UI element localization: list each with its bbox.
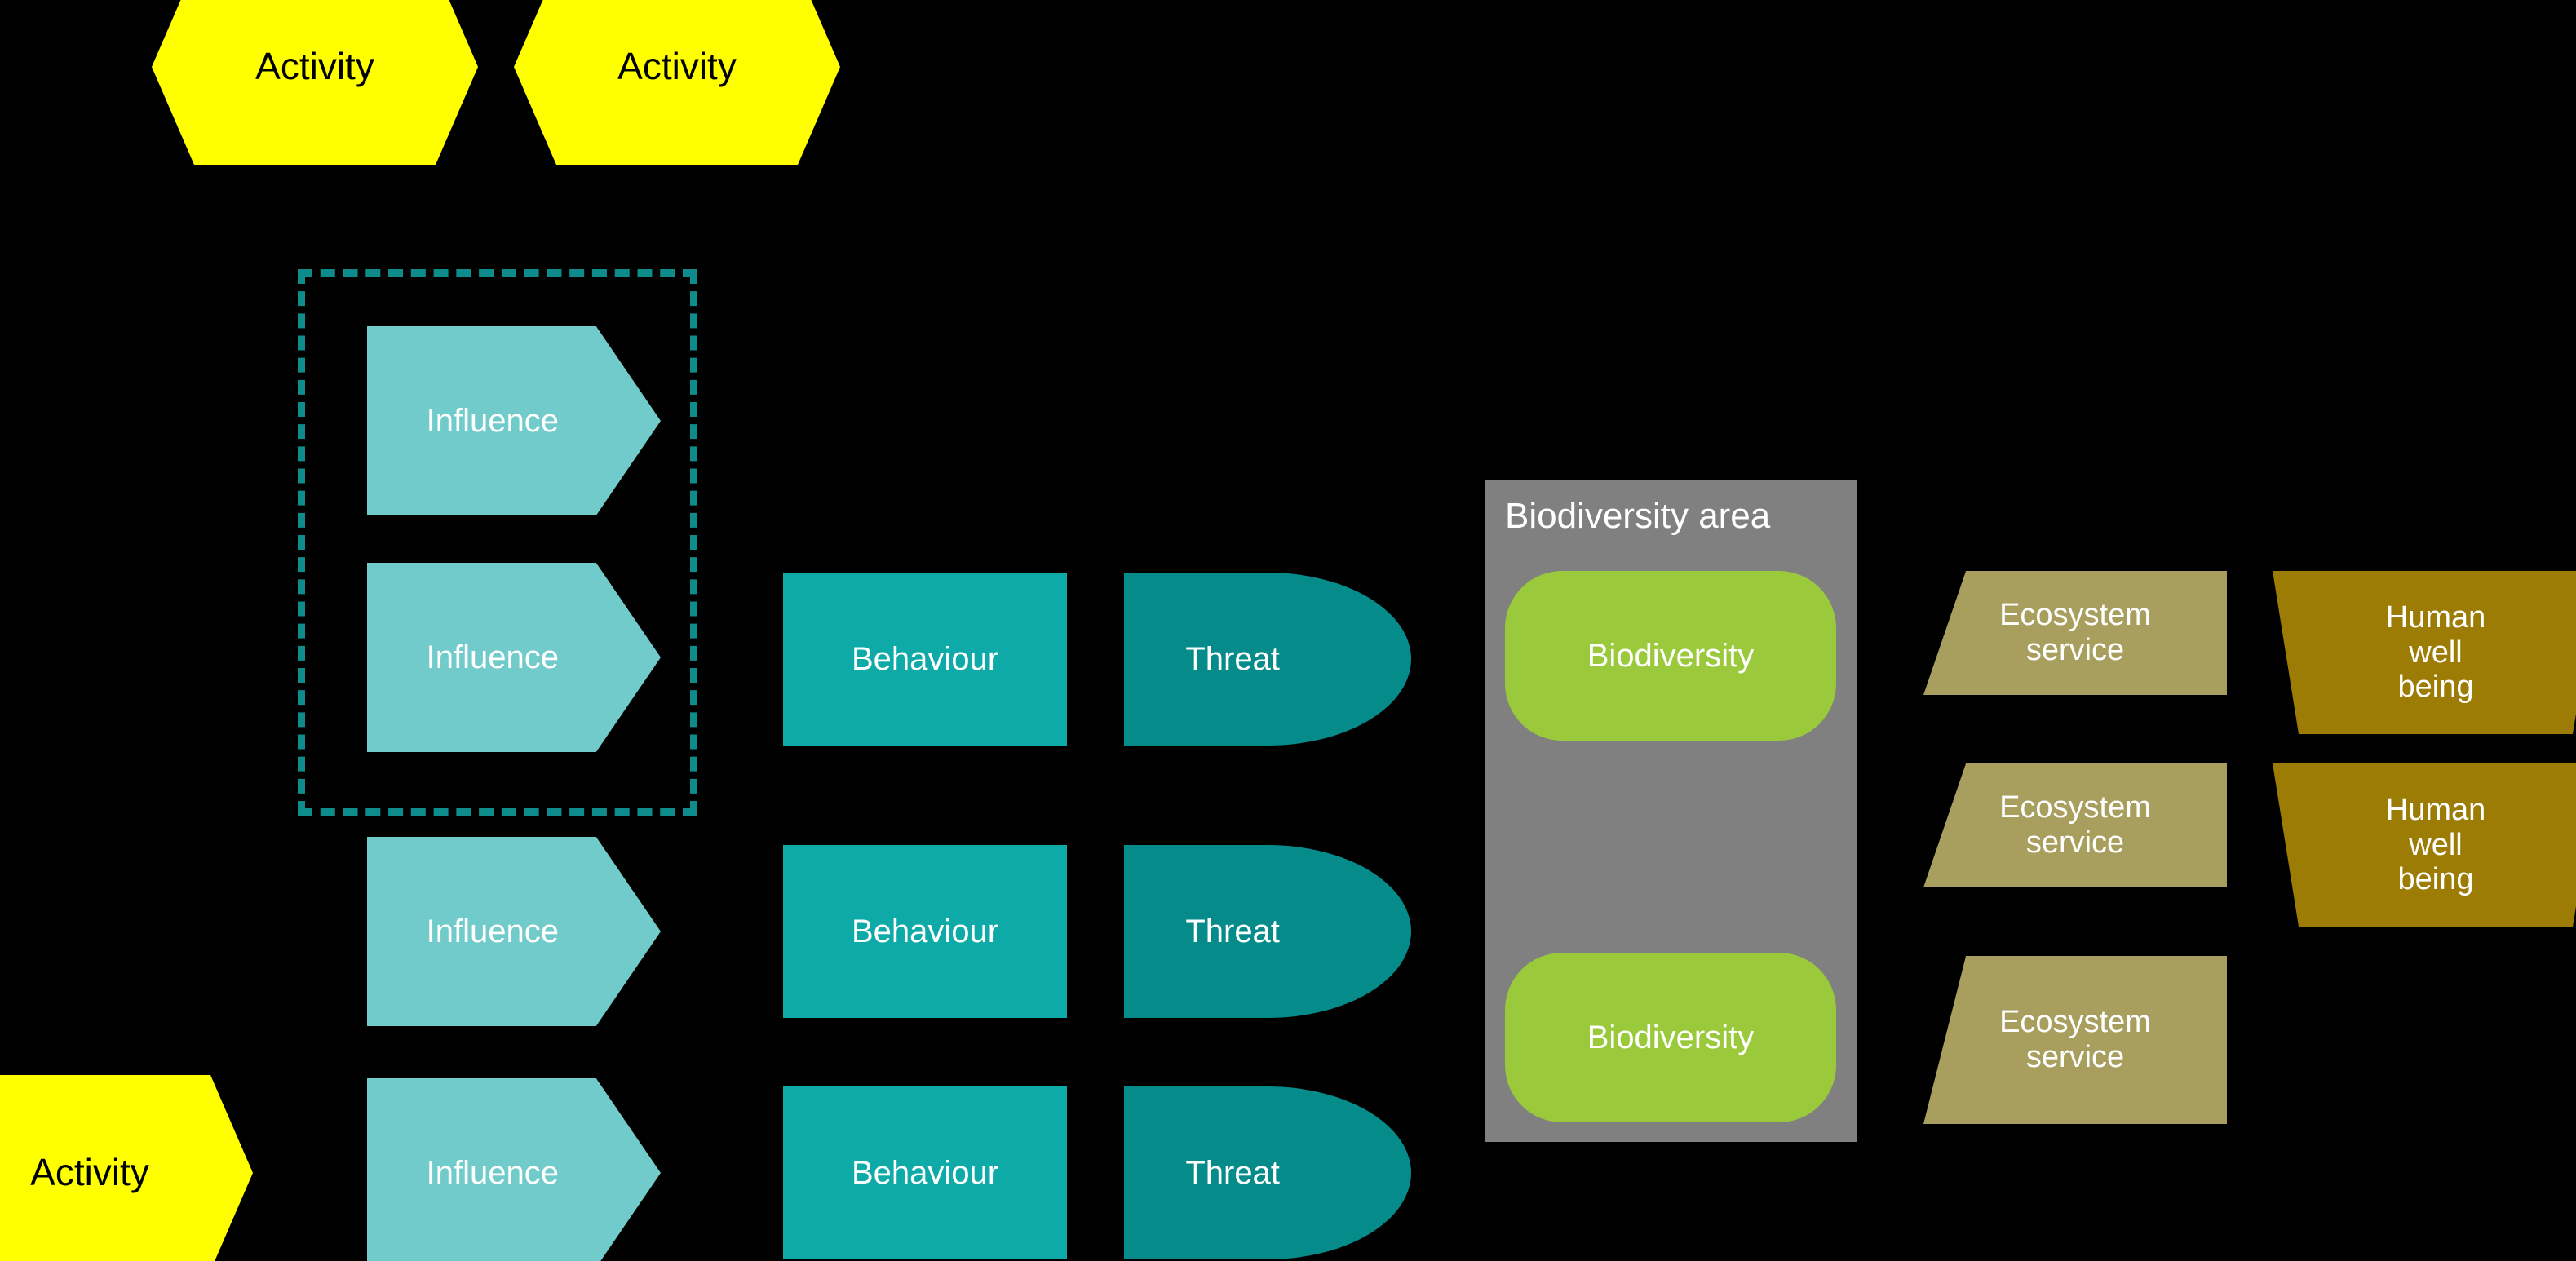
node-activity-3[interactable]: Activity xyxy=(0,1075,253,1261)
ecosystem-service-line2: service xyxy=(2025,1040,2125,1074)
node-biodiversity-1[interactable]: Biodiversity xyxy=(1505,571,1836,741)
connector-influence3-to-behaviour xyxy=(653,930,783,932)
connector-influence1-to-behaviour xyxy=(653,423,783,425)
ecosystem-service-label: Ecosystem service xyxy=(1923,1005,2227,1074)
connector-influence2-to-behaviour xyxy=(653,659,783,661)
node-ecosystem-service-1[interactable]: Ecosystem service xyxy=(1923,571,2227,695)
connector-biodiversity-to-ecoservice-2 xyxy=(1827,1040,1933,1042)
connector-threat-to-biodiversity-1 xyxy=(1411,659,1501,661)
ecosystem-service-line2: service xyxy=(2025,633,2125,667)
activity-label: Activity xyxy=(30,1151,149,1194)
node-threat-1[interactable]: Threat xyxy=(1124,573,1411,746)
node-activity-1[interactable]: Activity xyxy=(152,0,478,165)
threat-label: Threat xyxy=(1185,913,1280,949)
arrowhead-behaviour-2 xyxy=(767,919,783,940)
human-well-being-line3: being xyxy=(2397,670,2474,705)
node-biodiversity-2[interactable]: Biodiversity xyxy=(1505,953,1836,1122)
human-well-being-line2: well xyxy=(2409,635,2463,670)
node-human-well-being-1[interactable]: Human well being xyxy=(2273,571,2576,734)
connector-threat-to-biodiversity-2 xyxy=(1411,1040,1501,1042)
influence-label: Influence xyxy=(426,913,559,949)
node-ecosystem-service-2[interactable]: Ecosystem service xyxy=(1923,763,2227,887)
ecosystem-service-line1: Ecosystem xyxy=(1999,598,2151,633)
node-behaviour-2[interactable]: Behaviour xyxy=(783,845,1067,1018)
influence-label: Influence xyxy=(426,1154,559,1191)
connector-behaviour-to-threat-1 xyxy=(1067,659,1124,661)
influence-group-dashed-box xyxy=(298,269,697,816)
node-influence-2[interactable]: Influence xyxy=(367,563,661,752)
connector-biodiversity-to-ecoservice-1 xyxy=(1827,659,1933,661)
node-influence-1[interactable]: Influence xyxy=(367,326,661,515)
human-well-being-line1: Human xyxy=(2385,600,2486,635)
node-influence-4[interactable]: Influence xyxy=(367,1078,661,1261)
activity-label: Activity xyxy=(255,45,374,88)
behaviour-label: Behaviour xyxy=(851,913,999,949)
threat-label: Threat xyxy=(1185,1154,1280,1191)
arrowhead-behaviour-3 xyxy=(767,1162,783,1184)
ecosystem-service-label: Ecosystem service xyxy=(1923,790,2227,860)
node-human-well-being-2[interactable]: Human well being xyxy=(2273,763,2576,927)
ecosystem-service-line2: service xyxy=(2025,825,2125,860)
node-activity-2[interactable]: Activity xyxy=(514,0,840,165)
biodiversity-area-title: Biodiversity area xyxy=(1505,496,1771,536)
human-well-being-line1: Human xyxy=(2385,793,2486,828)
connector-behaviour-to-threat-2 xyxy=(1067,930,1124,932)
ecosystem-service-line1: Ecosystem xyxy=(1999,1005,2151,1040)
node-threat-3[interactable]: Threat xyxy=(1124,1086,1411,1259)
activity-label: Activity xyxy=(617,45,737,88)
behaviour-label: Behaviour xyxy=(851,1154,999,1191)
ecosystem-service-line1: Ecosystem xyxy=(1999,790,2151,825)
connector-behaviour-to-threat-3 xyxy=(1067,1173,1124,1175)
biodiversity-label: Biodiversity xyxy=(1587,1019,1755,1055)
node-behaviour-3[interactable]: Behaviour xyxy=(783,1086,1067,1259)
influence-label: Influence xyxy=(426,639,559,675)
human-well-being-line3: being xyxy=(2397,862,2474,897)
arrowhead-behaviour-1 xyxy=(767,648,783,670)
behaviour-label: Behaviour xyxy=(851,640,999,677)
ecosystem-service-label: Ecosystem service xyxy=(1923,598,2227,667)
connector-activity1-to-influence xyxy=(315,82,317,1175)
connector-influence4-to-behaviour xyxy=(653,1173,783,1175)
human-well-being-line2: well xyxy=(2409,827,2463,862)
node-threat-2[interactable]: Threat xyxy=(1124,845,1411,1018)
human-well-being-label: Human well being xyxy=(2273,600,2576,705)
node-ecosystem-service-3[interactable]: Ecosystem service xyxy=(1923,956,2227,1124)
node-influence-3[interactable]: Influence xyxy=(367,837,661,1026)
influence-label: Influence xyxy=(426,402,559,439)
threat-label: Threat xyxy=(1185,640,1280,677)
human-well-being-label: Human well being xyxy=(2273,793,2576,897)
biodiversity-label: Biodiversity xyxy=(1587,637,1755,674)
node-behaviour-1[interactable]: Behaviour xyxy=(783,573,1067,746)
